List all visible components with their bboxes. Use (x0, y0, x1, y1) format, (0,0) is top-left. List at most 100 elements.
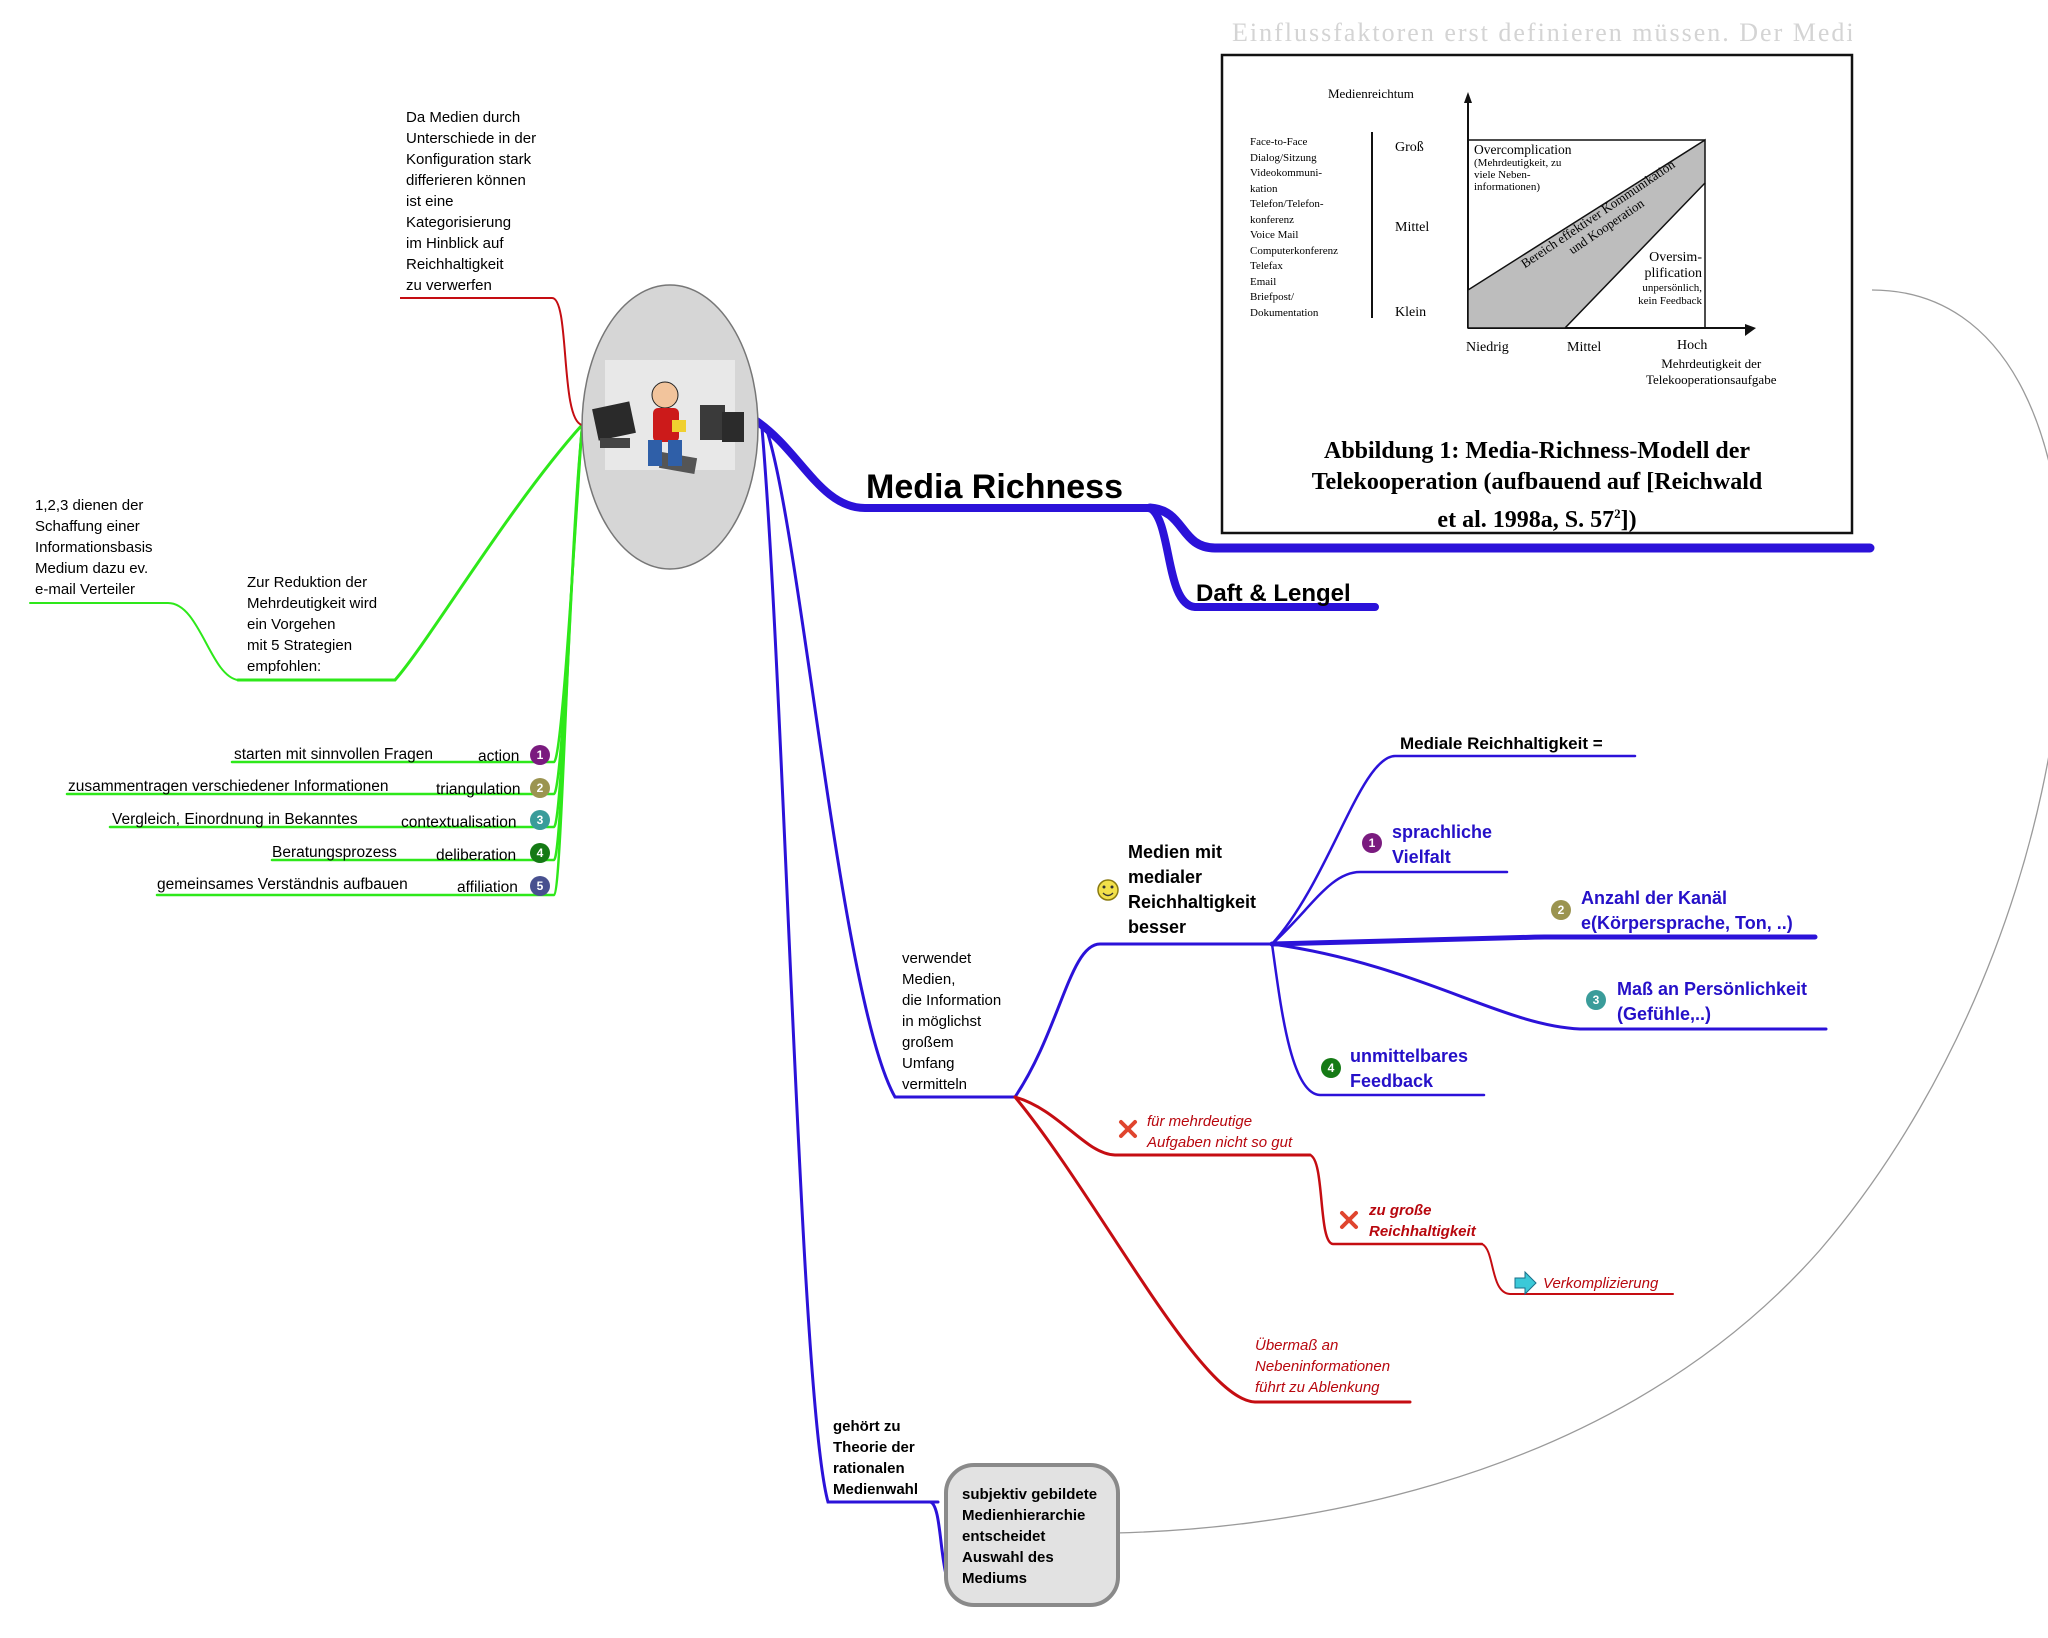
mediale-reichhaltigkeit-node[interactable]: Mediale Reichhaltigkeit = (1400, 734, 1603, 753)
overcomplication-label: Overcomplication (Mehrdeutigkeit, zu vie… (1474, 142, 1571, 193)
y-level-mittel: Mittel (1395, 220, 1430, 235)
node-line: Übermaß an (1255, 1337, 1339, 1354)
figure-caption: Abbildung 1: Media-Richness-Modell der T… (1222, 436, 1852, 536)
x-axis-title-line: Telekooperationsaufgabe (1646, 372, 1777, 387)
branch-to-affiliation (155, 426, 584, 897)
strategy-label-deliberation[interactable]: deliberation (436, 847, 517, 864)
note-line: verwendet (902, 950, 972, 967)
central-title[interactable]: Media Richness (866, 468, 1123, 506)
uebermass-node[interactable]: Übermaß an Nebeninformationen führt zu A… (1255, 1335, 1390, 1398)
node-line: Anzahl der Kanäl (1581, 888, 1728, 908)
subjektiv-box[interactable] (944, 1463, 1120, 1607)
branch-to-zu-grosse (1308, 1153, 1484, 1246)
strategy-label-triangulation[interactable]: triangulation (436, 781, 521, 798)
badge-num-mass: 3 (1593, 993, 1600, 1007)
infobasis-note[interactable]: 1,2,3 dienen der Schaffung einer Informa… (35, 495, 153, 600)
strategy-desc-triangulation[interactable]: zusammentragen verschiedener Information… (68, 778, 389, 795)
figure-x-axis-title: Mehrdeutigkeit der Telekooperationsaufga… (1646, 356, 1776, 388)
media-list-item: Videokommuni- (1250, 167, 1323, 179)
anzahl-kanaele-node[interactable]: Anzahl der Kanäl e(Körpersprache, Ton, .… (1581, 886, 1793, 936)
media-list-item: Email (1250, 275, 1277, 288)
node-line: Aufgaben nicht so gut (1147, 1134, 1293, 1151)
overcomplication-line: viele Neben- (1474, 169, 1531, 181)
badge-3 (530, 810, 550, 830)
node-line: Auswahl des (962, 1549, 1054, 1566)
node-line: Medienwahl (833, 1481, 919, 1498)
daft-lengel-label[interactable]: Daft & Lengel (1196, 580, 1351, 607)
verkomplizierung-node[interactable]: Verkomplizierung (1543, 1275, 1659, 1292)
note-line: in möglichst (902, 1013, 982, 1030)
note-line: Umfang (902, 1055, 955, 1072)
node-line: zu große (1369, 1202, 1432, 1219)
node-line: Reichhaltigkeit (1128, 892, 1257, 912)
reduktion-note[interactable]: Zur Reduktion der Mehrdeutigkeit wird ei… (247, 572, 377, 677)
badge-mass (1586, 990, 1606, 1010)
x-axis-title-line: Mehrdeutigkeit der (1661, 356, 1762, 371)
node-line: rationalen (833, 1460, 905, 1477)
node-line: Theorie der (833, 1439, 915, 1456)
figure-header-fragment: Einflussfaktoren erst definieren müssen.… (1232, 22, 1852, 44)
unmittelbares-feedback-node[interactable]: unmittelbares Feedback (1350, 1044, 1468, 1094)
badge-num-anzahl: 2 (1558, 903, 1565, 917)
overcomplication-title: Overcomplication (1474, 142, 1572, 157)
zu-grosse-reichhaltigkeit-node[interactable]: zu große Reichhaltigkeit (1369, 1200, 1476, 1242)
branch-to-da-medien (400, 297, 583, 426)
caption-line: Abbildung 1: Media-Richness-Modell der (1323, 438, 1751, 464)
sprachliche-vielfalt-node[interactable]: sprachliche Vielfalt (1392, 820, 1492, 870)
cross-icon (1119, 1120, 1137, 1138)
branch-to-sprachliche (1270, 870, 1509, 946)
note-line: Reichhaltigkeit (406, 256, 504, 273)
branch-to-reduktion (236, 423, 584, 682)
node-line: e(Körpersprache, Ton, ..) (1581, 913, 1793, 933)
caption-line: et al. 1998a, S. 572]) (1222, 498, 1852, 536)
node-line: medialer (1128, 867, 1203, 887)
strategy-desc-deliberation[interactable]: Beratungsprozess (272, 844, 397, 861)
node-line: Mediums (962, 1570, 1028, 1587)
mass-persoenlichkeit-node[interactable]: Maß an Persönlichkeit (Gefühle,..) (1617, 977, 1807, 1027)
node-line: Nebeninformationen (1255, 1358, 1391, 1375)
note-line: e-mail Verteiler (35, 581, 136, 598)
strategy-desc-action[interactable]: starten mit sinnvollen Fragen (234, 746, 434, 763)
verwendet-note[interactable]: verwendet Medien, die Information in mög… (902, 948, 1001, 1095)
note-line: mit 5 Strategien (247, 637, 353, 654)
branch-to-verwendet (763, 423, 1017, 1099)
badge-2 (530, 778, 550, 798)
note-line: die Information (902, 992, 1002, 1009)
media-list-item: Face-to-Face (1250, 136, 1308, 148)
x-level-mittel: Mittel (1567, 340, 1602, 355)
medien-mit-node[interactable]: Medien mit medialer Reichhaltigkeit bess… (1128, 840, 1256, 940)
strategy-label-affiliation[interactable]: affiliation (457, 879, 518, 896)
note-line: Mehrdeutigkeit wird (247, 595, 378, 612)
branch-to-title (751, 416, 1154, 512)
da-medien-note[interactable]: Da Medien durch Unterschiede in der Konf… (406, 107, 536, 296)
note-line: vermitteln (902, 1076, 968, 1093)
media-list-item: Briefpost/ (1250, 291, 1294, 303)
badge-num-4: 4 (537, 846, 544, 860)
arrow-right-icon (1514, 1270, 1537, 1296)
note-line: Zur Reduktion der (247, 574, 368, 591)
badge-num-1: 1 (537, 748, 544, 762)
strategy-label-contextualisation[interactable]: contextualisation (401, 814, 517, 831)
strategy-desc-contextualisation[interactable]: Vergleich, Einordnung in Bekanntes (112, 811, 358, 828)
note-line: Unterschiede in der (406, 130, 537, 147)
media-richness-figure[interactable] (1220, 53, 1854, 535)
media-list-item: Voice Mail (1250, 229, 1299, 241)
smiley-icon (1097, 879, 1119, 901)
node-line: (Gefühle,..) (1617, 1004, 1711, 1024)
subjektiv-box-text: subjektiv gebildete Medienhierarchie ent… (962, 1484, 1097, 1589)
caption-ref-end: ]) (1620, 507, 1637, 533)
caption-line: Telekooperation (aufbauend auf [Reichwal… (1311, 469, 1763, 495)
node-line: besser (1128, 917, 1187, 937)
mehrdeutige-aufgaben-node[interactable]: für mehrdeutige Aufgaben nicht so gut (1147, 1111, 1292, 1153)
y-level-klein: Klein (1395, 305, 1427, 320)
oversimplification-line: unpersönlich, (1642, 282, 1702, 294)
branch-to-uebermass (1013, 1095, 1412, 1404)
note-line: zu verwerfen (406, 277, 492, 294)
strategy-desc-affiliation[interactable]: gemeinsames Verständnis aufbauen (157, 876, 408, 893)
node-line: Medien mit (1128, 842, 1223, 862)
note-line: ist eine (406, 193, 454, 210)
gehoert-zu-node[interactable]: gehört zu Theorie der rationalen Medienw… (833, 1416, 918, 1500)
note-line: differieren können (406, 172, 526, 189)
strategy-label-action[interactable]: action (478, 748, 520, 765)
